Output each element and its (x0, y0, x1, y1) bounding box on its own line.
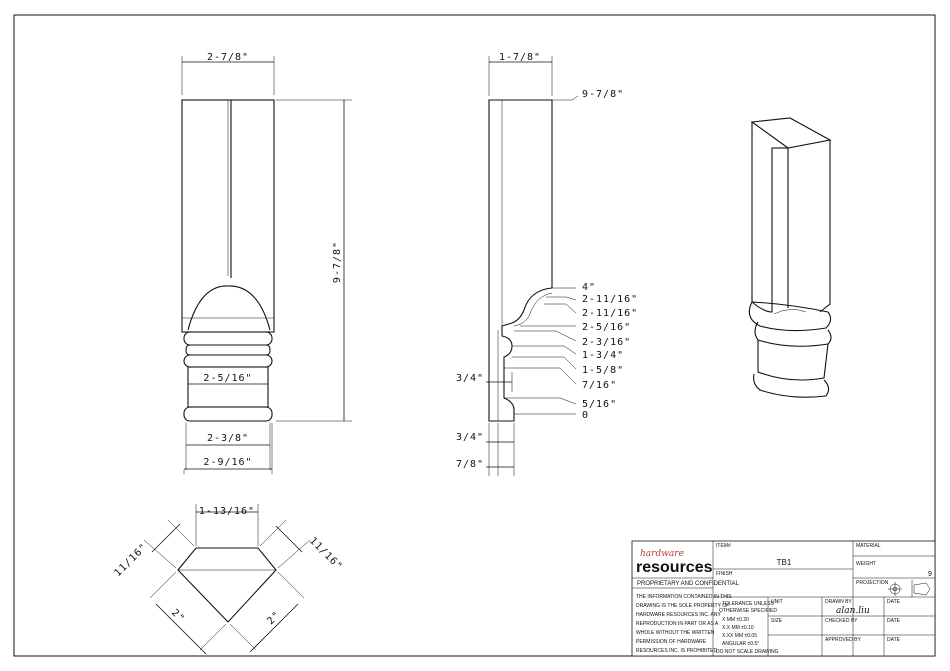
dim-side-left-offset-1: 3/4" (456, 373, 484, 384)
dim-side-top-width: 1-7/8" (499, 52, 541, 63)
projection-label: PROJECTION (856, 580, 889, 586)
brand-top: hardware (640, 549, 684, 559)
material-label: MATERIAL (856, 543, 881, 549)
dim-top-right-diag: 2" (265, 609, 283, 627)
tol-line-3: X.X MM ±0.10 (722, 625, 754, 631)
tol-line-6: DO NOT SCALE DRAWING (716, 649, 779, 655)
dim-front-height: 9-7/8" (332, 241, 343, 283)
dim-side-h-0: 9-7/8" (582, 89, 624, 100)
dim-side-bottom-width: 7/8" (456, 459, 484, 470)
proprietary-label: PROPRIETARY AND CONFIDENTIAL (637, 581, 740, 587)
approved-by-label: APPROVED BY (825, 637, 862, 643)
sheet-value: 9 (928, 571, 932, 578)
dim-side-h-9: 5/16" (582, 399, 617, 410)
front-view: 2-7/8" 9-7/8" 2-5/16" 2-3/8" 2-9/16" (181, 52, 352, 474)
projection-symbol-icon (888, 582, 931, 596)
unit-label: UNIT (771, 599, 783, 605)
notice-line-3: REPRODUCTION IN PART OR AS A (636, 621, 719, 627)
top-profile (177, 547, 277, 623)
side-view: 1-7/8" 9-7/8" 4" 2-11/16" 2-11/16" 2-5/1… (456, 52, 638, 476)
front-ring-top (183, 331, 273, 346)
drawn-by-label: DRAWN BY (825, 599, 852, 605)
drawn-by-value: alan.liu (836, 606, 870, 616)
dim-side-h-4: 2-5/16" (582, 322, 631, 333)
tol-line-4: X.XX MM ±0.05 (722, 633, 757, 639)
top-view: 1-13/16" 11/16" 11/16" 2" 2" (112, 504, 345, 655)
isometric-view (748, 117, 832, 398)
dim-front-base-width-1: 2-5/16" (203, 373, 252, 384)
notice-line-5: PERMISSION OF HARDWARE (636, 639, 707, 645)
title-block: hardware resources PROPRIETARY AND CONFI… (631, 540, 936, 657)
front-dome (187, 285, 271, 331)
tol-line-2: X MM ±0.20 (722, 617, 749, 623)
tol-line-0: TOLERANCE UNLESS (722, 601, 775, 607)
finish-label: FINISH (716, 571, 733, 577)
dim-side-left-offset-2: 3/4" (456, 432, 484, 443)
notice-line-4: WHOLE WITHOUT THE WRITTEN (636, 630, 715, 636)
dim-side-h-7: 1-5/8" (582, 365, 624, 376)
dim-side-h-3: 2-11/16" (582, 308, 638, 319)
size-label: SIZE (771, 618, 783, 624)
dim-side-h-10: 0 (582, 410, 589, 421)
dim-top-front-width: 1-13/16" (199, 506, 255, 517)
dim-side-h-5: 2-3/16" (582, 337, 631, 348)
item-value: TB1 (777, 558, 792, 567)
dim-top-left-diag: 2" (169, 607, 187, 625)
notice-line-2: HARDWARE RESOURCES INC. ANY (636, 612, 721, 618)
sheet-border (13, 14, 936, 657)
dim-side-h-6: 1-3/4" (582, 350, 624, 361)
notice-line-6: RESOURCES INC. IS PROHIBITED (636, 648, 718, 654)
date-label-3: DATE (887, 637, 901, 643)
notice-line-0: THE INFORMATION CONTAINED IN THIS (636, 594, 732, 600)
date-label-1: DATE (887, 599, 901, 605)
brand-bottom: resources (636, 559, 713, 576)
dim-top-left-side: 11/16" (112, 541, 150, 579)
dim-front-base-width-2: 2-3/8" (207, 433, 249, 444)
item-label: ITEM# (716, 543, 731, 549)
dim-side-h-1: 4" (582, 282, 596, 293)
dim-front-top-width: 2-7/8" (207, 52, 249, 63)
tol-line-1: OTHERWISE SPECIFIED (719, 608, 777, 614)
tol-line-5: ANGULAR ±0.5° (722, 641, 759, 647)
dim-front-base-width-3: 2-9/16" (203, 457, 252, 468)
side-column (488, 99, 553, 422)
dim-top-right-side: 11/16" (307, 535, 345, 573)
dim-side-h-2: 2-11/16" (582, 294, 638, 305)
date-label-2: DATE (887, 618, 901, 624)
weight-label: WEIGHT (856, 561, 876, 567)
notice-line-1: DRAWING IS THE SOLE PROPERTY OF (636, 603, 729, 609)
front-ring-bottom (183, 406, 273, 422)
checked-by-label: CHECKED BY (825, 618, 858, 624)
dim-side-h-8: 7/16" (582, 380, 617, 391)
